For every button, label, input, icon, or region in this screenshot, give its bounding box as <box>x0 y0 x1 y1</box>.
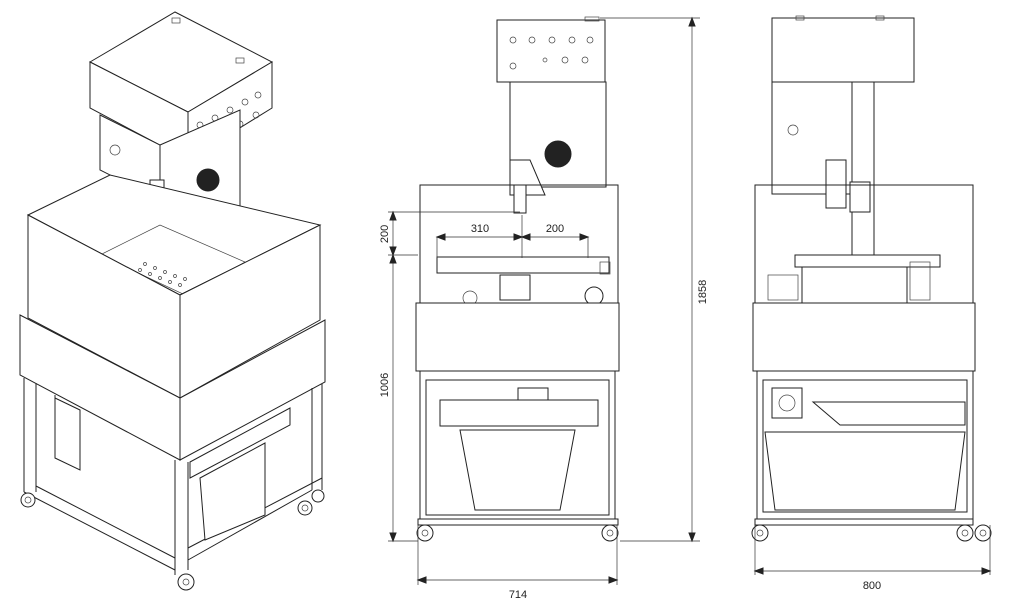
side-base-band <box>752 302 976 372</box>
iso-base-band-right <box>179 319 326 461</box>
side-slide <box>851 81 875 258</box>
front-knob <box>584 286 604 306</box>
side-view <box>751 15 992 542</box>
front-tool-head <box>513 184 527 214</box>
front-control-knobs <box>509 36 594 70</box>
dim-height-total: 1858 <box>697 280 709 304</box>
front-control-box <box>496 19 606 83</box>
iso-frame <box>23 378 323 575</box>
iso-drawer-bin <box>199 442 266 541</box>
iso-top-latch-2 <box>235 57 245 64</box>
side-tool-head <box>825 159 847 209</box>
side-lid-latch-2 <box>875 15 885 21</box>
side-frame-inner <box>762 379 968 513</box>
front-frame-inner <box>425 379 610 516</box>
front-worktable <box>436 256 610 274</box>
front-view <box>415 16 620 542</box>
front-control-box-lid <box>584 16 600 22</box>
front-table-end <box>599 261 611 275</box>
front-fan-grille <box>544 140 572 168</box>
iso-table-holes <box>138 262 187 287</box>
front-casters <box>416 518 619 542</box>
isometric-view <box>19 11 326 591</box>
front-clamp <box>499 274 531 301</box>
dim-width-side: 800 <box>863 580 881 592</box>
iso-casters <box>20 489 325 591</box>
side-gauge <box>787 124 799 136</box>
side-motor <box>849 181 871 213</box>
iso-top-latch <box>171 17 181 24</box>
side-bin <box>764 431 966 511</box>
side-casters <box>751 518 992 542</box>
side-motor-unit <box>771 387 803 419</box>
side-table-top <box>794 254 941 268</box>
dim-span-left: 310 <box>471 223 489 235</box>
front-base-band <box>415 302 620 372</box>
dim-width-front: 714 <box>509 589 527 601</box>
iso-fan-grille <box>196 168 220 192</box>
iso-drawer-left <box>54 397 81 471</box>
dimension-lines <box>388 16 992 585</box>
dim-height-upper: 200 <box>379 225 391 243</box>
dim-span-right: 200 <box>546 223 564 235</box>
side-table-body <box>801 266 908 304</box>
iso-drawer-handle <box>189 407 291 479</box>
side-lid-latch-1 <box>795 15 805 21</box>
front-tray <box>439 399 599 427</box>
side-handwheel <box>767 274 799 301</box>
front-bin <box>459 429 576 511</box>
side-tray <box>811 401 966 426</box>
side-table-end <box>909 261 931 301</box>
side-motor-fan <box>778 394 796 412</box>
front-motor <box>517 387 549 401</box>
iso-gauge <box>109 144 121 156</box>
side-control-box <box>771 17 915 83</box>
iso-enclosure-right <box>179 224 321 399</box>
dim-height-base: 1006 <box>379 373 391 397</box>
